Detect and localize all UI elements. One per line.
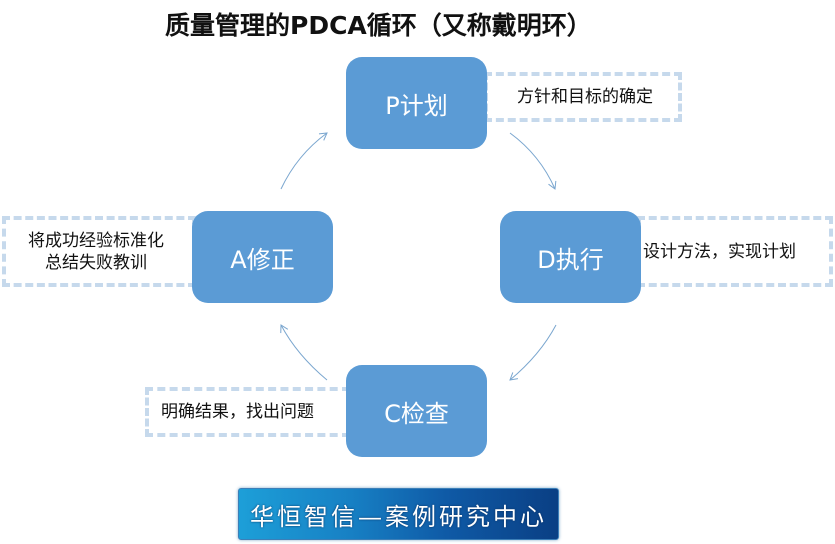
arrow-check-to-act bbox=[280, 324, 328, 381]
arrow-do-to-check bbox=[509, 324, 557, 381]
note-check: 明确结果，找出问题 bbox=[145, 387, 350, 437]
note-act-line-1: 将成功经验标准化 bbox=[28, 230, 164, 251]
note-act-line-2: 总结失败教训 bbox=[45, 252, 147, 273]
note-do-line: 设计方法，实现计划 bbox=[643, 241, 796, 262]
phase-do: D执行 bbox=[500, 211, 641, 303]
phase-act: A修正 bbox=[192, 211, 333, 303]
arrow-act-to-plan bbox=[280, 132, 328, 190]
footer-banner: 华恒智信—案例研究中心 bbox=[238, 488, 559, 540]
diagram-title: 质量管理的PDCA循环（又称戴明环） bbox=[165, 11, 592, 40]
phase-check: C检查 bbox=[346, 365, 487, 457]
note-plan: 方针和目标的确定 bbox=[484, 72, 682, 122]
phase-plan: P计划 bbox=[346, 57, 487, 149]
note-do: 设计方法，实现计划 bbox=[637, 216, 833, 287]
arrow-plan-to-do bbox=[509, 132, 557, 190]
note-check-line: 明确结果，找出问题 bbox=[161, 402, 314, 422]
note-plan-line: 方针和目标的确定 bbox=[517, 87, 653, 107]
note-act: 将成功经验标准化 总结失败教训 bbox=[2, 216, 196, 287]
